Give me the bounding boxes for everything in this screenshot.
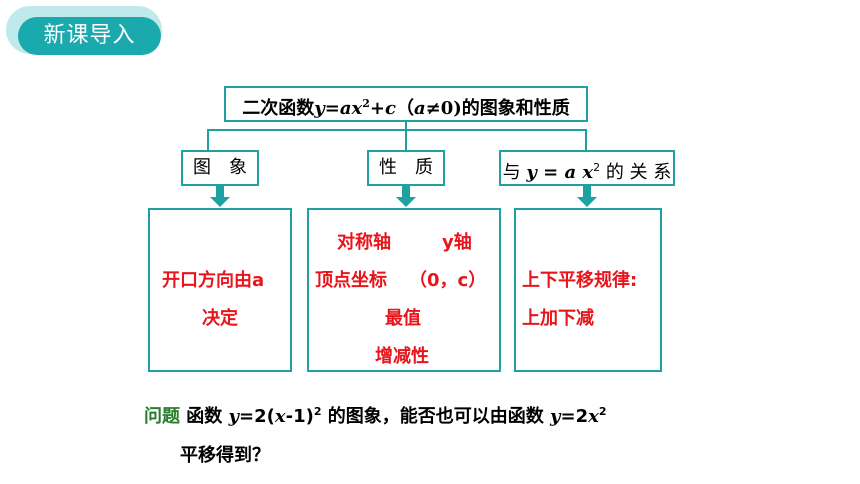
- title-suffix: 的图象和性质: [461, 98, 570, 119]
- arrow-stem-left: [216, 186, 224, 198]
- arrow-down-icon: [210, 197, 230, 207]
- title-eq: =: [324, 98, 340, 119]
- relation-expr: y = a x: [526, 162, 594, 183]
- title-sup: 2: [362, 97, 370, 110]
- connector-horizontal: [207, 129, 587, 131]
- question-text2: 的图象，能否也可以由函数: [321, 406, 551, 427]
- arrow-stem-right: [583, 186, 591, 198]
- question-label: 问题: [144, 406, 180, 427]
- extreme-label: 最值: [385, 308, 421, 329]
- relation-line2: 上加下减: [522, 308, 594, 329]
- q-f2c: x: [588, 406, 599, 427]
- category-image-label: 图 象: [193, 157, 247, 178]
- relation-detail-box: 上下平移规律: 上加下减: [514, 208, 662, 372]
- relation-prefix: 与: [502, 162, 521, 183]
- title-a: a: [413, 98, 426, 119]
- q-f1d: -1): [285, 406, 314, 427]
- title-prefix: 二次函数: [242, 98, 315, 119]
- relation-suffix: 的 关 系: [600, 162, 672, 183]
- title-ne: ≠0): [425, 98, 462, 119]
- q-sup2: 2: [598, 405, 607, 418]
- arrow-stem-middle: [402, 186, 410, 198]
- title-paren: （: [395, 98, 414, 119]
- question-line1: 问题 函数 y=2(x-1)2 的图象，能否也可以由函数 y=2x2: [144, 402, 607, 428]
- connector-vertical-top: [405, 122, 407, 130]
- question-line2: 平移得到？: [180, 445, 270, 466]
- q-f2: y: [550, 406, 561, 427]
- category-property: 性 质: [367, 150, 445, 186]
- title-c: c: [384, 98, 396, 119]
- title-y: y: [314, 98, 325, 119]
- q-f1b: =2(: [239, 406, 275, 427]
- image-detail-box: 开口方向由a 决定: [148, 208, 292, 372]
- axis-value: y轴: [442, 232, 472, 253]
- q-sup1: 2: [313, 405, 322, 418]
- relation-sup: 2: [593, 161, 601, 174]
- section-badge-label: 新课导入: [18, 17, 161, 55]
- category-relation: 与 y = a x2 的 关 系: [499, 150, 675, 186]
- category-property-label: 性 质: [379, 157, 433, 178]
- connector-middle: [405, 129, 407, 150]
- title-plus: +: [369, 98, 385, 119]
- title-ax: ax: [339, 98, 363, 119]
- vertex-label: 顶点坐标: [315, 270, 387, 291]
- arrow-down-icon: [396, 197, 416, 207]
- image-line1: 开口方向由a: [162, 270, 265, 291]
- category-image: 图 象: [181, 150, 259, 186]
- vertex-value: （0，c）: [409, 270, 487, 291]
- section-badge: 新课导入: [6, 6, 162, 55]
- q-f1c: x: [274, 406, 286, 427]
- axis-label: 对称轴: [337, 232, 391, 253]
- image-line2: 决定: [202, 308, 238, 329]
- monotonic-label: 增减性: [375, 346, 429, 367]
- property-detail-box: 对称轴 y轴 顶点坐标 （0，c） 最值 增减性: [307, 208, 501, 372]
- q-f2b: =2: [560, 406, 589, 427]
- relation-line1: 上下平移规律:: [522, 270, 638, 291]
- arrow-down-icon: [577, 197, 597, 207]
- connector-right: [585, 129, 587, 150]
- question-text1: 函数: [180, 406, 229, 427]
- main-title-box: 二次函数y=ax2+c（a≠0)的图象和性质: [224, 86, 588, 122]
- connector-left: [207, 129, 209, 150]
- q-f1: y: [228, 406, 240, 427]
